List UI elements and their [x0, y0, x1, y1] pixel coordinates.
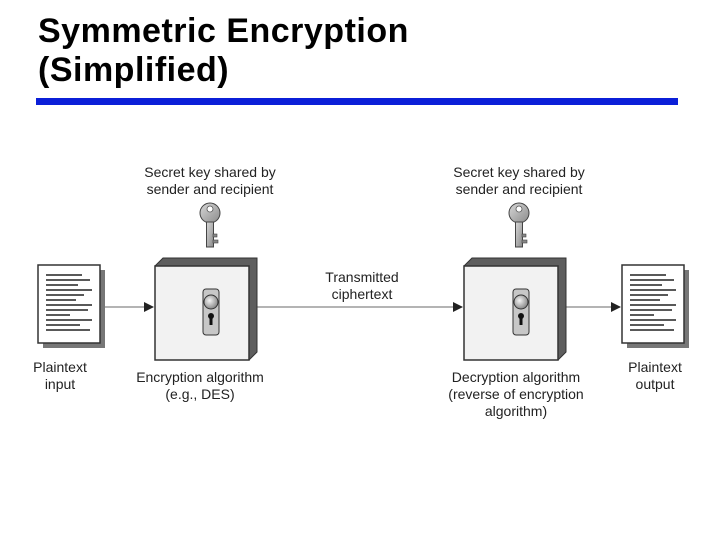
encryption-algorithm-box-icon	[154, 257, 258, 361]
plaintext-output-document-icon	[621, 264, 689, 348]
title-underline-rule	[36, 98, 678, 105]
keyhole-icon	[202, 288, 220, 336]
secret-key-right-icon	[508, 202, 530, 248]
slide-title-line-2: (Simplified)	[38, 51, 230, 90]
transmitted-ciphertext-label: Transmitted ciphertext	[325, 269, 399, 302]
keyhole-icon	[512, 288, 530, 336]
secret-key-left-label: Secret key shared by sender and recipien…	[144, 164, 276, 197]
secret-key-left-icon	[199, 202, 221, 248]
decryption-algorithm-box-icon	[463, 257, 567, 361]
plaintext-output-label: Plaintext output	[628, 359, 682, 392]
decryption-algorithm-label: Decryption algorithm (reverse of encrypt…	[448, 369, 584, 419]
slide-title-line-1: Symmetric Encryption	[38, 12, 409, 50]
plaintext-input-document-icon	[37, 264, 105, 348]
secret-key-right-label: Secret key shared by sender and recipien…	[453, 164, 585, 197]
encryption-algorithm-label: Encryption algorithm (e.g., DES)	[136, 369, 264, 402]
slide-title: Symmetric Encryption (Simplified)	[38, 12, 409, 90]
plaintext-input-label: Plaintext input	[33, 359, 87, 392]
